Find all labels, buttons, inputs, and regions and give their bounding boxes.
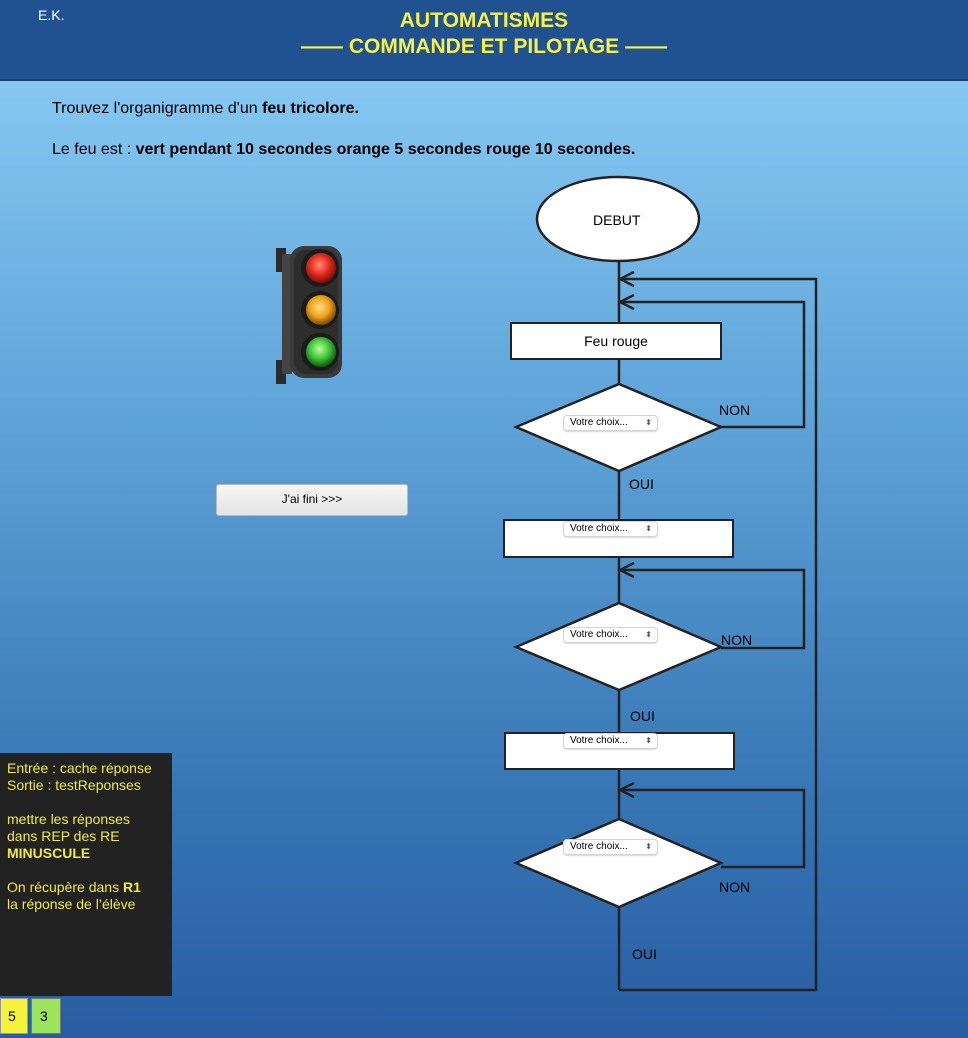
- step-box-1: Feu rouge: [510, 322, 722, 360]
- no-label-2: NON: [721, 632, 753, 648]
- instruction-line-1: Trouvez l'organigramme d'un feu tricolor…: [52, 100, 359, 118]
- note-line: Sortie : testReponses: [7, 777, 141, 793]
- note-bold-text: MINUSCULE: [7, 845, 91, 861]
- select-value: Votre choix...: [570, 629, 628, 640]
- score-box-yellow: 5: [0, 998, 28, 1034]
- decision-diamond-3: [512, 817, 725, 909]
- choice-select-decision-1[interactable]: Votre choix... ⬍: [563, 415, 658, 431]
- no-label-1: NON: [719, 402, 751, 418]
- choice-select-decision-2[interactable]: Votre choix... ⬍: [563, 627, 658, 643]
- yes-label-1: OUI: [629, 476, 654, 492]
- instruction-1-bold: feu tricolore.: [262, 100, 359, 117]
- instruction-1-text: Trouvez l'organigramme d'un: [52, 100, 263, 117]
- choice-select-step-2[interactable]: Votre choix... ⬍: [563, 521, 658, 537]
- note-text: On récupère dans: [7, 879, 123, 895]
- updown-arrow-icon: ⬍: [645, 842, 652, 851]
- notes-panel: Entrée : cache réponse Sortie : testRepo…: [0, 753, 172, 996]
- select-value: Votre choix...: [570, 735, 628, 746]
- choice-select-decision-3[interactable]: Votre choix... ⬍: [563, 839, 658, 855]
- instruction-2-bold: vert pendant 10 secondes orange 5 second…: [135, 141, 636, 158]
- updown-arrow-icon: ⬍: [645, 418, 652, 427]
- page-subtitle: —— COMMANDE ET PILOTAGE ——: [301, 35, 667, 58]
- note-bold-text: R1: [122, 879, 141, 895]
- page-title: AUTOMATISMES: [399, 9, 569, 32]
- header-bar: E.K. AUTOMATISMES —— COMMANDE ET PILOTAG…: [0, 0, 968, 81]
- step-1-label: Feu rouge: [584, 333, 648, 349]
- traffic-light-image: [276, 246, 342, 384]
- choice-select-step-3[interactable]: Votre choix... ⬍: [563, 733, 658, 749]
- note-line: dans REP des RE: [7, 828, 120, 844]
- note-line: On récupère dans R1: [7, 879, 172, 896]
- start-label: DEBUT: [593, 212, 641, 228]
- select-value: Votre choix...: [570, 841, 628, 852]
- yes-label-2: OUI: [630, 708, 655, 724]
- note-line: mettre les réponses: [7, 811, 130, 827]
- finish-button[interactable]: J'ai fini >>>: [216, 484, 408, 516]
- select-value: Votre choix...: [570, 523, 628, 534]
- updown-arrow-icon: ⬍: [645, 524, 652, 533]
- note-line-bold: MINUSCULE: [7, 845, 172, 862]
- yes-label-3: OUI: [632, 946, 657, 962]
- updown-arrow-icon: ⬍: [645, 630, 652, 639]
- instruction-2-text: Le feu est :: [52, 141, 136, 158]
- score-box-green: 3: [31, 998, 61, 1034]
- note-line: Entrée : cache réponse: [7, 760, 152, 776]
- updown-arrow-icon: ⬍: [645, 736, 652, 745]
- decision-diamond-2: [512, 601, 725, 692]
- select-value: Votre choix...: [570, 417, 628, 428]
- note-line: la réponse de l’élève: [7, 896, 136, 912]
- instruction-line-2: Le feu est : vert pendant 10 secondes or…: [52, 141, 635, 159]
- no-label-3: NON: [719, 879, 751, 895]
- author-initials: E.K.: [38, 7, 65, 23]
